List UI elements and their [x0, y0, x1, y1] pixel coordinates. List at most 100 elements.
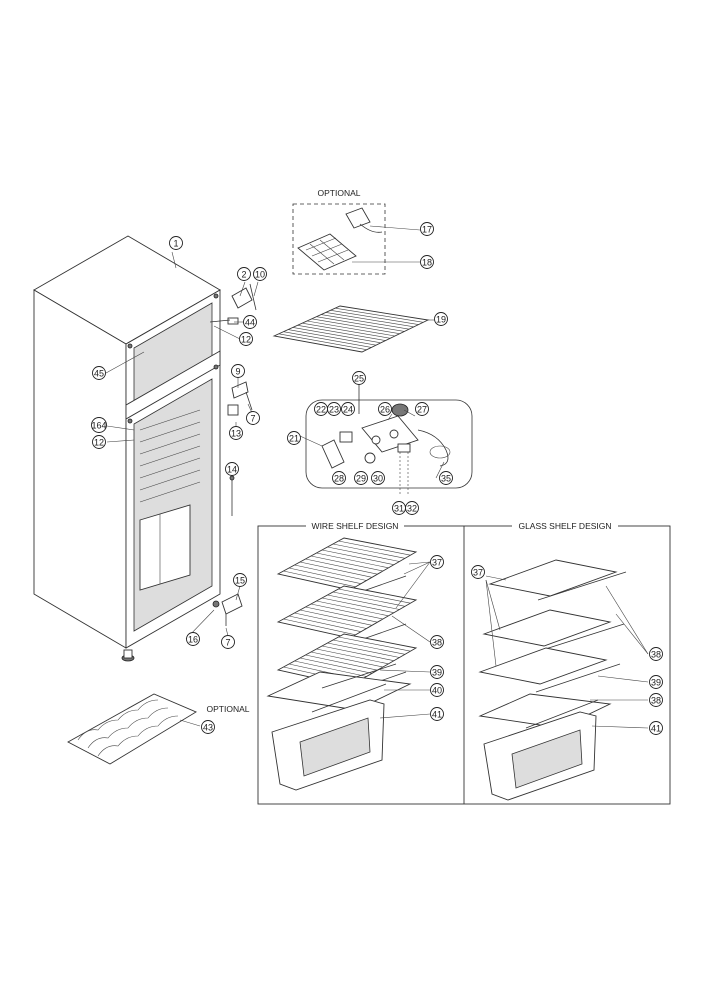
callout-c30: 30 [371, 471, 385, 485]
wire-shelf-design-label: WIRE SHELF DESIGN [312, 521, 399, 531]
callout-number: 27 [417, 405, 427, 415]
adjustable-foot [121, 649, 135, 662]
callout-number: 32 [407, 504, 417, 514]
callout-number: 45 [94, 369, 104, 379]
callout-c27: 27 [415, 402, 429, 416]
callout-g37: 37 [471, 565, 485, 579]
callout-number: 37 [473, 568, 483, 578]
refrigerator-cabinet [33, 235, 221, 649]
callout-number: 31 [394, 504, 404, 514]
callout-c9: 9 [231, 364, 245, 378]
callout-number: 39 [432, 668, 442, 678]
callout-c16: 16 [186, 632, 200, 646]
callout-number: 12 [241, 335, 251, 345]
callout-number: 10 [255, 270, 265, 280]
control-assembly-box [305, 399, 473, 489]
glass-shelf-design-label: GLASS SHELF DESIGN [518, 521, 611, 531]
optional-top-label: OPTIONAL [318, 188, 361, 198]
callout-number: 18 [422, 258, 432, 268]
callout-w41: 41 [430, 707, 444, 721]
callout-c19: 19 [434, 312, 448, 326]
callout-number: 16 [188, 635, 198, 645]
callout-number: 22 [316, 405, 326, 415]
middle-hinge-parts [227, 381, 253, 416]
callout-c43: 43 [201, 720, 215, 734]
callout-number: 30 [373, 474, 383, 484]
callout-number: 14 [227, 465, 237, 475]
optional-rack-label: OPTIONAL [207, 704, 250, 714]
callout-c17: 17 [420, 222, 434, 236]
callout-c21: 21 [287, 431, 301, 445]
callout-c32: 32 [405, 501, 419, 515]
callout-number: 26 [380, 405, 390, 415]
wire-shelves [266, 537, 418, 791]
callout-number: 1 [173, 239, 178, 249]
callout-c35: 35 [439, 471, 453, 485]
callout-c29: 29 [354, 471, 368, 485]
callout-number: 29 [356, 474, 366, 484]
callout-number: 43 [203, 723, 213, 733]
callout-number: 164 [91, 421, 106, 431]
callout-number: 12 [94, 438, 104, 448]
callout-number: 40 [432, 686, 442, 696]
callout-number: 9 [235, 367, 240, 377]
callout-c31: 31 [392, 501, 406, 515]
callout-g38b: 38 [649, 693, 663, 707]
callout-c13: 13 [229, 426, 243, 440]
callout-c14: 14 [225, 462, 239, 476]
optional-accessory-box [292, 203, 386, 275]
callout-c23: 23 [327, 402, 341, 416]
callout-number: 28 [334, 474, 344, 484]
callout-number: 21 [289, 434, 299, 444]
callout-number: 23 [329, 405, 339, 415]
callout-c25: 25 [352, 371, 366, 385]
callout-c12a: 12 [239, 332, 253, 346]
callout-number: 38 [651, 696, 661, 706]
callout-c164: 164 [91, 417, 107, 433]
callout-c45: 45 [92, 366, 106, 380]
callout-number: 44 [245, 318, 255, 328]
callout-c2: 2 [237, 267, 251, 281]
callout-number: 25 [354, 374, 364, 384]
callout-g38a: 38 [649, 647, 663, 661]
callout-number: 7 [225, 638, 230, 648]
control-assembly-parts [321, 383, 451, 494]
callout-number: 41 [651, 724, 661, 734]
callout-number: 38 [432, 638, 442, 648]
thermostat-rod [229, 475, 235, 516]
callout-c12b: 12 [92, 435, 106, 449]
glass-shelves [478, 559, 627, 801]
callout-number: 2 [241, 270, 246, 280]
callout-w38: 38 [430, 635, 444, 649]
callout-number: 24 [343, 405, 353, 415]
callout-w37: 37 [430, 555, 444, 569]
callout-g39: 39 [649, 675, 663, 689]
callout-number: 35 [441, 474, 451, 484]
callout-number: 37 [432, 558, 442, 568]
wire-shelf-2 [276, 585, 418, 639]
crisper-glass-cover [266, 671, 412, 711]
callout-c24: 24 [341, 402, 355, 416]
callout-c22: 22 [314, 402, 328, 416]
callout-number: 17 [422, 225, 432, 235]
callout-number: 38 [651, 650, 661, 660]
callout-number: 15 [235, 576, 245, 586]
wine-bottle-rack [67, 693, 197, 765]
callout-w40: 40 [430, 683, 444, 697]
callout-c7a: 7 [246, 411, 260, 425]
callout-w39: 39 [430, 665, 444, 679]
callout-number: 7 [250, 414, 255, 424]
ice-scraper [345, 207, 383, 233]
callout-c18: 18 [420, 255, 434, 269]
callout-number: 13 [231, 429, 241, 439]
callout-c28: 28 [332, 471, 346, 485]
callout-c1: 1 [169, 236, 183, 250]
wire-shelf-1 [276, 537, 418, 591]
callout-c26: 26 [378, 402, 392, 416]
callout-c44: 44 [243, 315, 257, 329]
callout-number: 39 [651, 678, 661, 688]
freezer-wire-shelf [272, 305, 430, 353]
callout-number: 19 [436, 315, 446, 325]
